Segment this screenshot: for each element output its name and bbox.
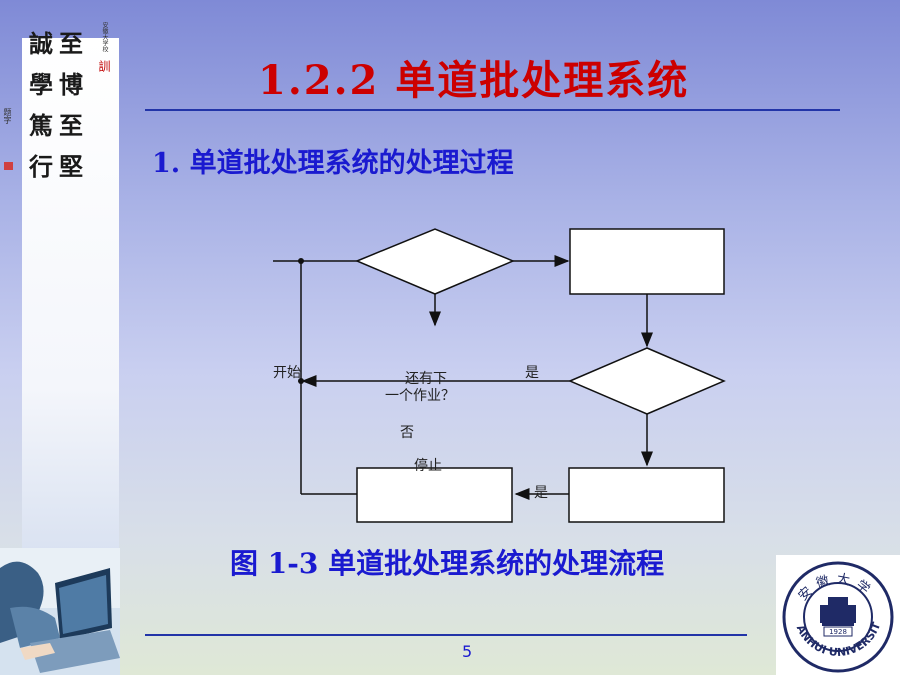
decision-diamond-top [355, 228, 515, 295]
stop-box [356, 467, 513, 523]
footer-rule [145, 634, 747, 636]
junction-dot-top [298, 258, 304, 264]
label-yes-bottom: 是 [534, 485, 548, 501]
label-stop: 停止 [414, 457, 442, 474]
label-question-line2: 一个作业？ [385, 388, 455, 404]
logo-year: 1928 [829, 628, 847, 636]
calligraphy-signature: 题字 [3, 108, 12, 124]
label-question-line1: 还有下 [405, 371, 447, 387]
motto-char: 至 [59, 111, 83, 140]
motto-char: 學 [29, 70, 53, 99]
figure-caption: 图 1-3 单道批处理系统的处理流程 [230, 547, 665, 580]
label-yes-top: 是 [525, 365, 539, 381]
label-start: 开始 [273, 365, 301, 381]
junction-dot-middle [298, 378, 304, 384]
process-box-bottom [568, 467, 725, 523]
motto-heading: 安徽大学校 [101, 22, 108, 52]
motto-char: 誠 [29, 29, 53, 58]
motto-char: 行 [29, 152, 53, 181]
flowchart: 开始 还有下 一个作业？ 是 否 停止 是 [273, 228, 726, 523]
motto-mark: 訓 [97, 60, 111, 72]
slide-title: 1.2.2 单道批处理系统 [258, 57, 690, 104]
red-seal-icon [4, 162, 13, 170]
school-motto: 誠 至 學 博 篤 至 行 堅 [26, 24, 86, 182]
motto-char: 至 [59, 29, 83, 58]
process-box-top [569, 228, 725, 295]
label-no: 否 [400, 425, 414, 441]
motto-char: 篤 [29, 111, 53, 140]
slide-subtitle: 1. 单道批处理系统的处理过程 [152, 148, 514, 179]
university-logo: 1928 ANHUI UNIVERSITY 安徽大学 [776, 555, 900, 675]
page-number: 5 [462, 642, 473, 661]
laptop-user-photo [0, 548, 120, 675]
title-underline [145, 109, 840, 111]
decision-diamond-right [568, 347, 726, 415]
motto-char: 堅 [59, 152, 83, 181]
motto-char: 博 [59, 70, 83, 99]
